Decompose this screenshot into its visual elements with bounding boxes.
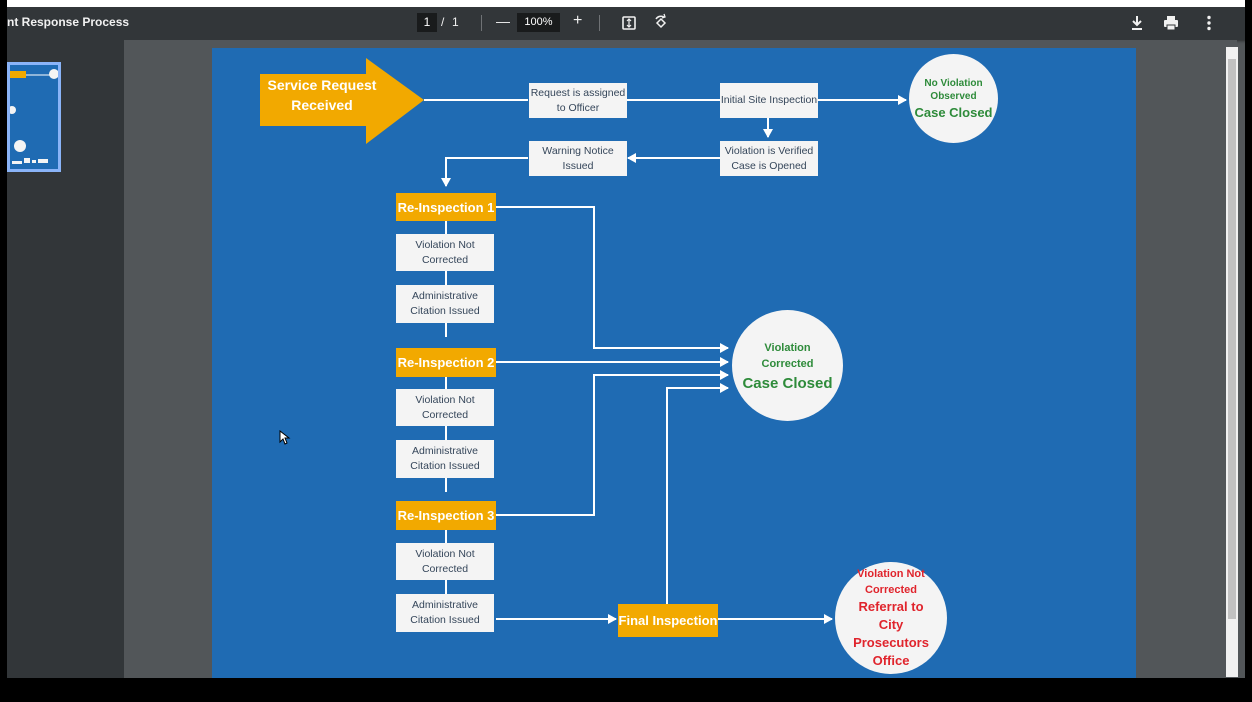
violation-not-corrected-label: Violation Not Corrected <box>857 568 925 596</box>
no-violation-circle: No Violation Observed Case Closed <box>909 54 998 143</box>
administrative-citation-box: Administrative Citation Issued <box>396 594 494 632</box>
document-title: nt Response Process <box>7 15 130 29</box>
violation-corrected-circle: Violation Corrected Case Closed <box>732 310 843 421</box>
violation-not-corrected-box: Violation Not Corrected <box>396 389 494 426</box>
no-violation-label: No Violation Observed <box>924 78 983 102</box>
zoom-out-button[interactable]: — <box>496 13 510 29</box>
vertical-scrollbar[interactable] <box>1226 47 1238 677</box>
administrative-citation-box: Administrative Citation Issued <box>396 440 494 478</box>
service-request-arrow <box>260 58 424 144</box>
download-button[interactable] <box>1125 11 1149 35</box>
pdf-viewer-window: nt Response Process 1 / 1 — 100% + <box>7 7 1252 678</box>
reinspection-2-box: Re-Inspection 2 <box>396 348 496 377</box>
print-button[interactable] <box>1159 11 1183 35</box>
toolbar-divider <box>481 15 482 31</box>
thumbnail-sidebar <box>7 40 124 678</box>
initial-site-inspection-box: Initial Site Inspection <box>720 83 818 118</box>
bottom-bar <box>0 678 1252 702</box>
warning-notice-box: Warning Notice Issued <box>529 141 627 176</box>
violation-verified-box: Violation is Verified Case is Opened <box>720 141 818 176</box>
more-actions-button[interactable] <box>1197 11 1221 35</box>
page-total: 1 <box>452 15 459 29</box>
referral-circle: Violation Not Corrected Referral to City… <box>835 562 947 674</box>
page-thumbnail[interactable] <box>7 62 61 172</box>
service-request-label: Service Request Received <box>267 77 377 113</box>
left-edge <box>0 0 7 678</box>
reinspection-1-box: Re-Inspection 1 <box>396 193 496 221</box>
pdf-page: Service Request Received Request is assi… <box>212 48 1136 678</box>
fit-page-button[interactable] <box>617 11 641 35</box>
violation-not-corrected-box: Violation Not Corrected <box>396 234 494 271</box>
final-inspection-box: Final Inspection <box>618 604 718 637</box>
violation-corrected-label: Violation Corrected <box>761 341 814 370</box>
page-number-input[interactable]: 1 <box>417 13 437 32</box>
case-closed-label: Case Closed <box>742 374 833 392</box>
flow-connectors <box>424 95 907 624</box>
page-separator: / <box>441 15 445 29</box>
thumbnail-preview <box>10 69 58 164</box>
violation-not-corrected-box: Violation Not Corrected <box>396 543 494 580</box>
fit-page-icon <box>622 16 636 30</box>
rotate-icon <box>655 13 667 29</box>
administrative-citation-box: Administrative Citation Issued <box>396 285 494 323</box>
more-vert-icon <box>1207 15 1211 31</box>
download-icon <box>1132 16 1142 30</box>
print-icon <box>1164 16 1178 31</box>
top-edge <box>0 0 1252 7</box>
case-closed-label: Case Closed <box>914 105 993 120</box>
zoom-level-input[interactable]: 100% <box>517 13 560 32</box>
rotate-button[interactable] <box>649 11 673 35</box>
reinspection-3-box: Re-Inspection 3 <box>396 501 496 530</box>
scrollbar-thumb[interactable] <box>1228 59 1236 619</box>
right-edge <box>1245 0 1252 678</box>
viewer-toolbar: nt Response Process 1 / 1 — 100% + <box>7 7 1252 40</box>
document-area[interactable]: Service Request Received Request is assi… <box>124 40 1237 678</box>
referral-label: Referral to City Prosecutors Office <box>853 599 929 668</box>
toolbar-divider <box>599 15 600 31</box>
zoom-in-button[interactable]: + <box>573 12 583 29</box>
cursor-icon <box>279 430 291 445</box>
assigned-to-officer-box: Request is assigned to Officer <box>529 83 627 118</box>
